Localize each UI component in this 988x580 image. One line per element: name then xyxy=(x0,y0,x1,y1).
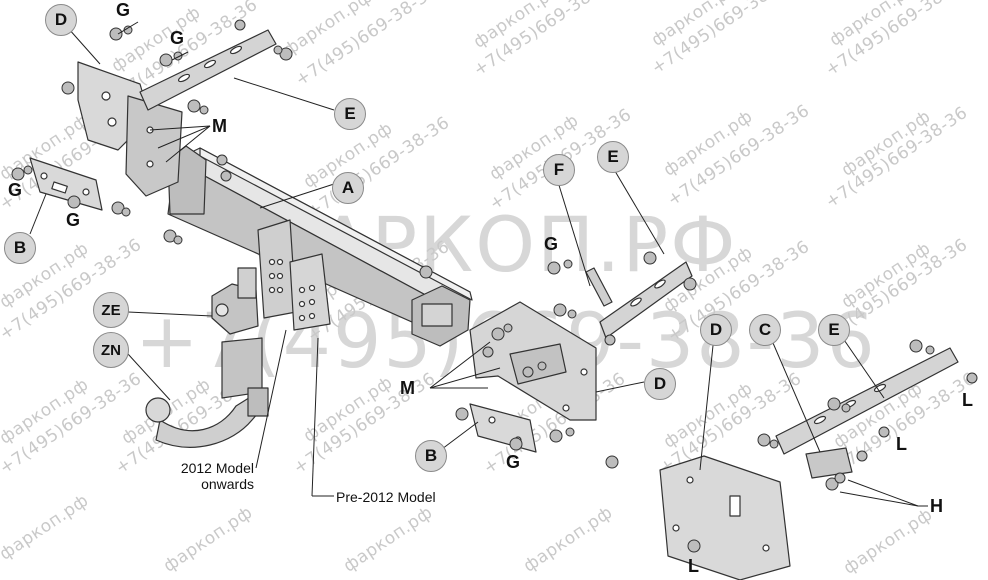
callout-c: C xyxy=(749,314,781,346)
label-g: G xyxy=(66,210,81,230)
callout-a: A xyxy=(332,172,364,204)
callout-e-far-right: E xyxy=(818,314,850,346)
label-g: G xyxy=(170,28,185,48)
strap-f xyxy=(585,267,613,307)
label-l: L xyxy=(962,390,973,410)
right-lower-plate xyxy=(469,403,537,453)
callout-b-left: B xyxy=(4,232,36,264)
label-m-right: M xyxy=(400,378,415,398)
caption-2012-model: 2012 Model onwards xyxy=(150,460,254,492)
clamp-c xyxy=(805,447,853,479)
far-right-plate xyxy=(659,455,791,580)
label-l: L xyxy=(688,556,699,576)
callout-d-right: D xyxy=(644,368,676,400)
label-g: G xyxy=(8,180,23,200)
label-g: G xyxy=(116,0,131,20)
callout-ze: ZE xyxy=(93,292,129,328)
washer-nut-set xyxy=(11,19,978,553)
left-reinforcement-bar xyxy=(139,29,277,111)
callout-zn: ZN xyxy=(93,332,129,368)
caption-2012-line2: onwards xyxy=(201,476,254,492)
leader-lines xyxy=(29,21,928,507)
far-right-bar xyxy=(775,347,959,455)
label-l: L xyxy=(896,434,907,454)
label-g: G xyxy=(544,234,559,254)
callout-d-far-right: D xyxy=(700,314,732,346)
caption-2012-line1: 2012 Model xyxy=(180,460,254,476)
callout-f: F xyxy=(543,154,575,186)
right-side-bracket xyxy=(469,301,597,421)
callout-b-right: B xyxy=(415,440,447,472)
callout-d-left: D xyxy=(45,4,77,36)
left-side-bracket xyxy=(77,61,183,197)
label-h: H xyxy=(930,496,943,516)
crossbar-tube xyxy=(167,147,473,331)
crossbar-end-plate xyxy=(411,285,471,347)
label-g: G xyxy=(506,452,521,472)
towball-flange-ze xyxy=(211,267,259,335)
caption-pre2012-model: Pre-2012 Model xyxy=(336,489,436,505)
label-m-left: M xyxy=(212,116,227,136)
callout-e-left: E xyxy=(334,98,366,130)
towball-neck-zn xyxy=(145,337,269,448)
left-lower-plate xyxy=(29,157,103,211)
callout-e-right: E xyxy=(597,141,629,173)
ballmount-plate-pre2012 xyxy=(289,253,331,331)
right-reinforcement-bar xyxy=(599,261,693,339)
